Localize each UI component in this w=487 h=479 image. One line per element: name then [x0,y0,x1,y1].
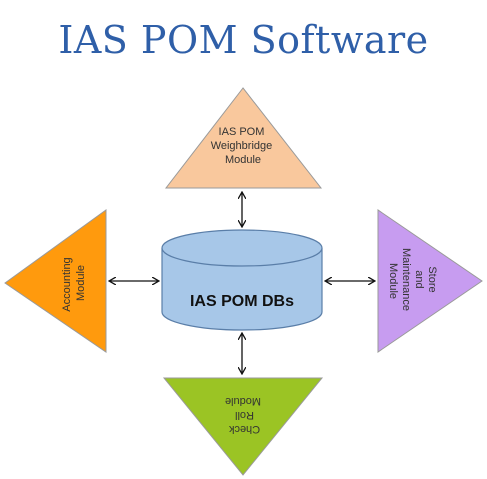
page-title: IAS POM Software [58,18,429,62]
accounting-label-line2: Module [75,265,87,301]
store-label-line4: Module [387,263,399,299]
weighbridge-label-line2: Weighbridge [211,140,273,152]
store-label-line3: Maintenance [400,248,412,311]
store-maintenance-module[interactable]: Store and Maintenance Module [377,209,483,353]
accounting-label-line1: Accounting [61,257,73,311]
svg-text:Check Roll Module: Check Roll Module [225,395,261,435]
weighbridge-label-line3: Module [225,154,261,166]
store-label-line1: Store [426,266,438,292]
svg-text:IAS POM Weighbridge: IAS POM Weighbridge Module [211,126,276,166]
checkroll-label-line1: Check [228,423,260,435]
database-label: IAS POM DBs [190,293,294,310]
accounting-module[interactable]: Accounting Module [4,209,107,353]
checkroll-label-line2: Roll [235,409,254,421]
svg-text:Store and Maintena: Store and Maintenance Module [387,248,438,314]
database-cylinder[interactable]: IAS POM DBs [161,229,323,331]
checkroll-label-line3: Module [225,395,261,407]
weighbridge-module[interactable]: IAS POM Weighbridge Module [164,87,323,189]
store-label-line2: and [413,270,425,288]
weighbridge-label-line1: IAS POM [219,126,265,138]
checkroll-module[interactable]: Check Roll Module [162,377,324,476]
svg-text:Accounting Module: Accounting Module [61,254,87,312]
